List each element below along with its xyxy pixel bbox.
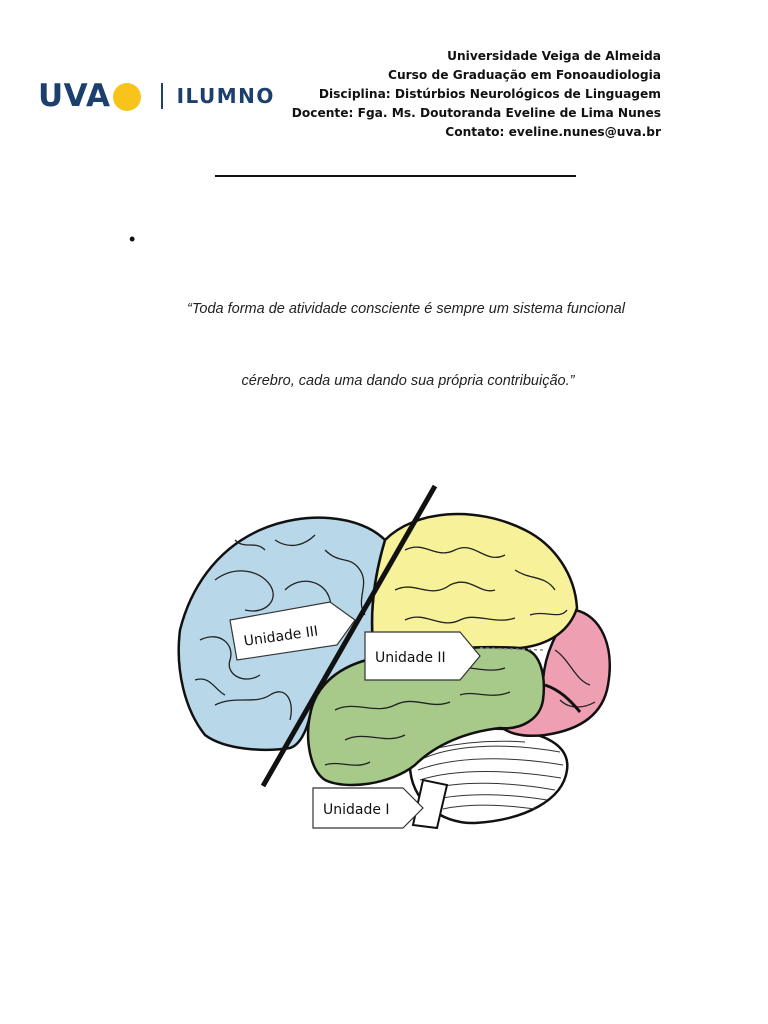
unit-1-label: Unidade I bbox=[312, 787, 424, 829]
header-divider bbox=[215, 175, 576, 177]
ilumno-logo-text: ILUMNO bbox=[176, 84, 275, 108]
uva-logo-text: UVA bbox=[38, 78, 111, 114]
university-name: Universidade Veiga de Almeida bbox=[447, 49, 661, 63]
region-boundary bbox=[479, 647, 544, 651]
unit-2-text: Unidade II bbox=[375, 650, 446, 666]
course-name: Curso de Graduação em Fonoaudiologia bbox=[388, 68, 661, 82]
unit-1-text: Unidade I bbox=[323, 802, 390, 818]
parieto-occipital-sulcus bbox=[544, 683, 582, 713]
brain-functional-units-figure: Unidade III Unidade II Unidade I bbox=[177, 484, 611, 830]
document-header: Universidade Veiga de Almeida Curso de G… bbox=[292, 47, 661, 142]
unit-2-label: Unidade II bbox=[364, 631, 481, 681]
quote-line-2: cérebro, cada uma dando sua própria cont… bbox=[241, 373, 575, 389]
sun-icon bbox=[112, 82, 141, 111]
quote-line-1: “Toda forma de atividade consciente é se… bbox=[187, 301, 625, 317]
unit-3-label: Unidade III bbox=[229, 601, 356, 661]
logo-separator bbox=[160, 83, 163, 109]
contact-email: Contato: eveline.nunes@uva.br bbox=[445, 125, 661, 139]
teacher-name: Docente: Fga. Ms. Doutoranda Eveline de … bbox=[291, 106, 661, 120]
cerebellum-folds bbox=[417, 740, 564, 810]
institution-logo: UVA ILUMNO bbox=[38, 78, 275, 114]
unit-divider-line bbox=[260, 484, 438, 788]
discipline-name: Disciplina: Distúrbios Neurológicos de L… bbox=[318, 87, 661, 101]
list-bullet: • bbox=[129, 229, 136, 249]
brain-gyri bbox=[194, 534, 596, 766]
